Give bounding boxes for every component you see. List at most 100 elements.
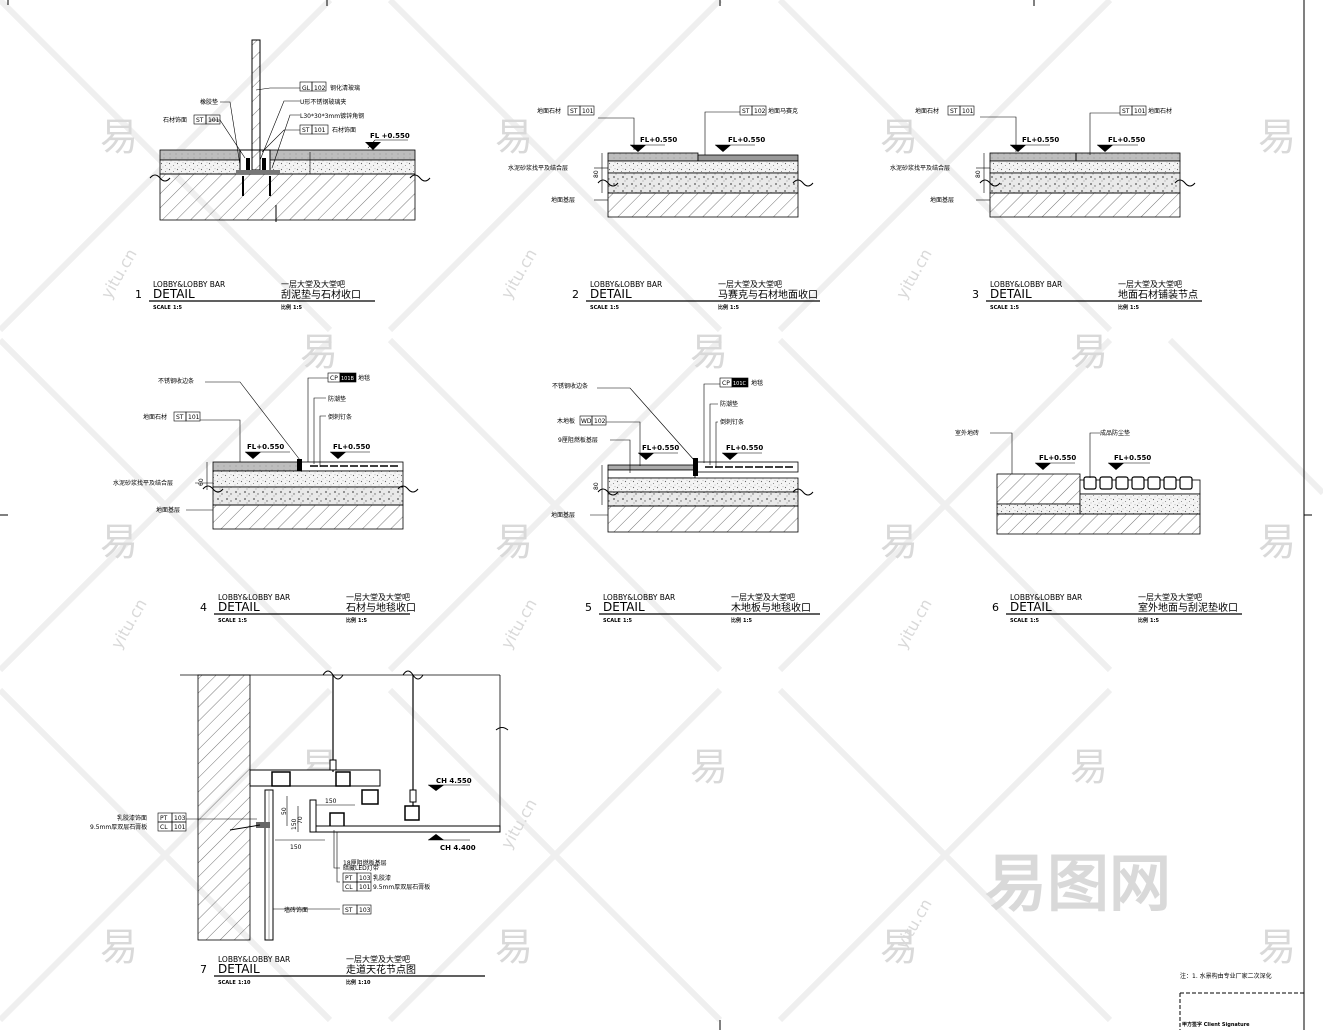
detail-title-cn: 石材与地毯收口 bbox=[346, 601, 416, 614]
tag-cl-num: 101 bbox=[174, 824, 186, 831]
scale-value: 1:5 bbox=[238, 618, 247, 624]
ratio-value: 1:5 bbox=[1130, 305, 1139, 311]
watermark-char: 易 bbox=[100, 925, 138, 969]
watermark-char: 易 bbox=[495, 925, 533, 969]
detail-5-drawing bbox=[579, 377, 814, 533]
watermark-char: 易 bbox=[1258, 520, 1296, 564]
ratio-value: 1:5 bbox=[730, 305, 739, 311]
scale-label: SCALE bbox=[990, 305, 1008, 311]
watermark-char: 易 bbox=[495, 520, 533, 564]
detail-1-drawing bbox=[149, 39, 431, 222]
general-note: 注：1. 水景构由专业厂家二次深化 bbox=[1180, 972, 1272, 980]
watermark-url: yitu.cn bbox=[892, 245, 936, 302]
tag-pt2: PT bbox=[345, 875, 353, 882]
watermark-char: 易 bbox=[690, 330, 728, 374]
detail-heading: DETAIL bbox=[990, 287, 1032, 301]
label-mortar: 水泥砂浆找平及结合层 bbox=[890, 164, 950, 172]
dim-80: 80 bbox=[593, 482, 600, 490]
label-fl-2: FL+0.550 bbox=[1108, 136, 1145, 144]
tag-wd-num: 102 bbox=[594, 418, 606, 425]
detail-area-cn: 一层大堂及大堂吧 bbox=[1118, 279, 1182, 289]
label-wood: 木地板 bbox=[557, 417, 575, 425]
detail-number: 3 bbox=[972, 288, 979, 301]
detail-area-en: LOBBY&LOBBY BAR bbox=[1010, 593, 1082, 602]
detail-area-en: LOBBY&LOBBY BAR bbox=[590, 280, 662, 289]
label-wall-tile: 墙砖饰面 bbox=[284, 906, 308, 914]
detail-4-labels: 不锈钢收边条 CP 101B 地毯 防潮垫 倒刺钉条 地面石材 ST 101 F… bbox=[113, 374, 370, 514]
dim-150-a: 150 bbox=[325, 798, 337, 805]
ratio-label: 比例 bbox=[731, 617, 741, 624]
label-fl-2: FL+0.550 bbox=[726, 444, 763, 452]
detail-title-cn: 室外地面与刮泥垫收口 bbox=[1138, 601, 1238, 614]
detail-heading: DETAIL bbox=[153, 287, 195, 301]
label-gypsum-2: 9.5mm厚双层石膏板 bbox=[373, 883, 430, 891]
watermark-char: 易 bbox=[1258, 925, 1296, 969]
tag-st-right: ST bbox=[302, 127, 310, 134]
ratio-value: 1:5 bbox=[743, 618, 752, 624]
scale-value: 1:5 bbox=[610, 305, 619, 311]
tag-pt: PT bbox=[160, 815, 168, 822]
watermark-url: yitu.cn bbox=[107, 595, 151, 652]
detail-area-cn: 一层大堂及大堂吧 bbox=[281, 279, 345, 289]
watermark-char: 易 bbox=[1070, 330, 1108, 374]
detail-number: 5 bbox=[585, 601, 592, 614]
detail-area-en: LOBBY&LOBBY BAR bbox=[218, 955, 290, 964]
detail-title-cn: 刮泥垫与石材收口 bbox=[281, 288, 361, 301]
label-strip: 不锈钢收边条 bbox=[552, 382, 588, 390]
dim-80: 80 bbox=[975, 170, 982, 178]
detail-title-cn: 马赛克与石材地面收口 bbox=[718, 288, 818, 301]
label-strip: 不锈钢收边条 bbox=[158, 377, 194, 385]
label-outdoor-tile: 室外地砖 bbox=[955, 429, 979, 437]
label-pad: 防潮垫 bbox=[720, 400, 738, 408]
label-stone-right: 地面石材 bbox=[1148, 107, 1172, 115]
detail-number: 1 bbox=[135, 288, 142, 301]
ratio-label: 比例 bbox=[346, 617, 356, 624]
detail-area-cn: 一层大堂及大堂吧 bbox=[731, 592, 795, 602]
label-plywood: 9厘阻燃板基层 bbox=[558, 436, 598, 444]
tag-st: ST bbox=[176, 414, 184, 421]
label-stone: 地面石材 bbox=[915, 107, 939, 115]
dim-150-c: 150 bbox=[291, 818, 298, 830]
watermark-char: 易 bbox=[100, 115, 138, 159]
dim-60: 60 bbox=[198, 478, 205, 486]
tag-cp: CP bbox=[722, 380, 730, 387]
scale-label: SCALE bbox=[590, 305, 608, 311]
label-ch-1: CH 4.550 bbox=[436, 777, 472, 785]
tag-gl: GL bbox=[302, 85, 311, 92]
watermark-char: 易 bbox=[495, 115, 533, 159]
watermark-char: 易 bbox=[880, 925, 918, 969]
label-angle: L30*30*3mm镀锌角钢 bbox=[300, 112, 364, 120]
tag-st2-num: 101 bbox=[1134, 108, 1146, 115]
detail-number: 7 bbox=[200, 963, 207, 976]
detail-heading: DETAIL bbox=[218, 600, 260, 614]
detail-area-cn: 一层大堂及大堂吧 bbox=[346, 592, 410, 602]
detail-heading: DETAIL bbox=[218, 962, 260, 976]
scale-label: SCALE bbox=[218, 618, 236, 624]
label-stone-right: 石材饰面 bbox=[332, 126, 356, 134]
ratio-value: 1:10 bbox=[358, 980, 371, 986]
watermark-char: 易 bbox=[1070, 745, 1108, 789]
watermark-char: 易 bbox=[300, 330, 338, 374]
tag-cp: CP bbox=[330, 375, 338, 382]
watermark-char: 易 bbox=[690, 745, 728, 789]
ratio-label: 比例 bbox=[1138, 617, 1148, 624]
tag-st-right-num: 101 bbox=[314, 127, 326, 134]
watermark-url: yitu.cn bbox=[497, 245, 541, 302]
label-fl-2: FL+0.550 bbox=[728, 136, 765, 144]
detail-area-en: LOBBY&LOBBY BAR bbox=[218, 593, 290, 602]
scale-value: 1:5 bbox=[173, 305, 182, 311]
detail-number: 6 bbox=[992, 601, 999, 614]
tag-st-num: 103 bbox=[359, 907, 371, 914]
detail-heading: DETAIL bbox=[603, 600, 645, 614]
detail-2-labels: 地面石材 ST 101 ST 102 地面马赛克 FL+0.550 FL+0.5… bbox=[508, 107, 798, 204]
label-fl-1: FL+0.550 bbox=[1039, 454, 1076, 462]
detail-1-labels: GL 102 钢化清玻璃 橡胶垫 U形不锈钢玻璃夹 L30*30*3mm镀锌角钢… bbox=[163, 84, 410, 140]
tag-pt2-num: 103 bbox=[359, 875, 371, 882]
tag-cl2-num: 101 bbox=[359, 884, 371, 891]
ratio-value: 1:5 bbox=[358, 618, 367, 624]
detail-area-cn: 一层大堂及大堂吧 bbox=[718, 279, 782, 289]
detail-6-labels: 室外地砖 成品防尘垫 FL+0.550 FL+0.550 bbox=[955, 429, 1151, 462]
